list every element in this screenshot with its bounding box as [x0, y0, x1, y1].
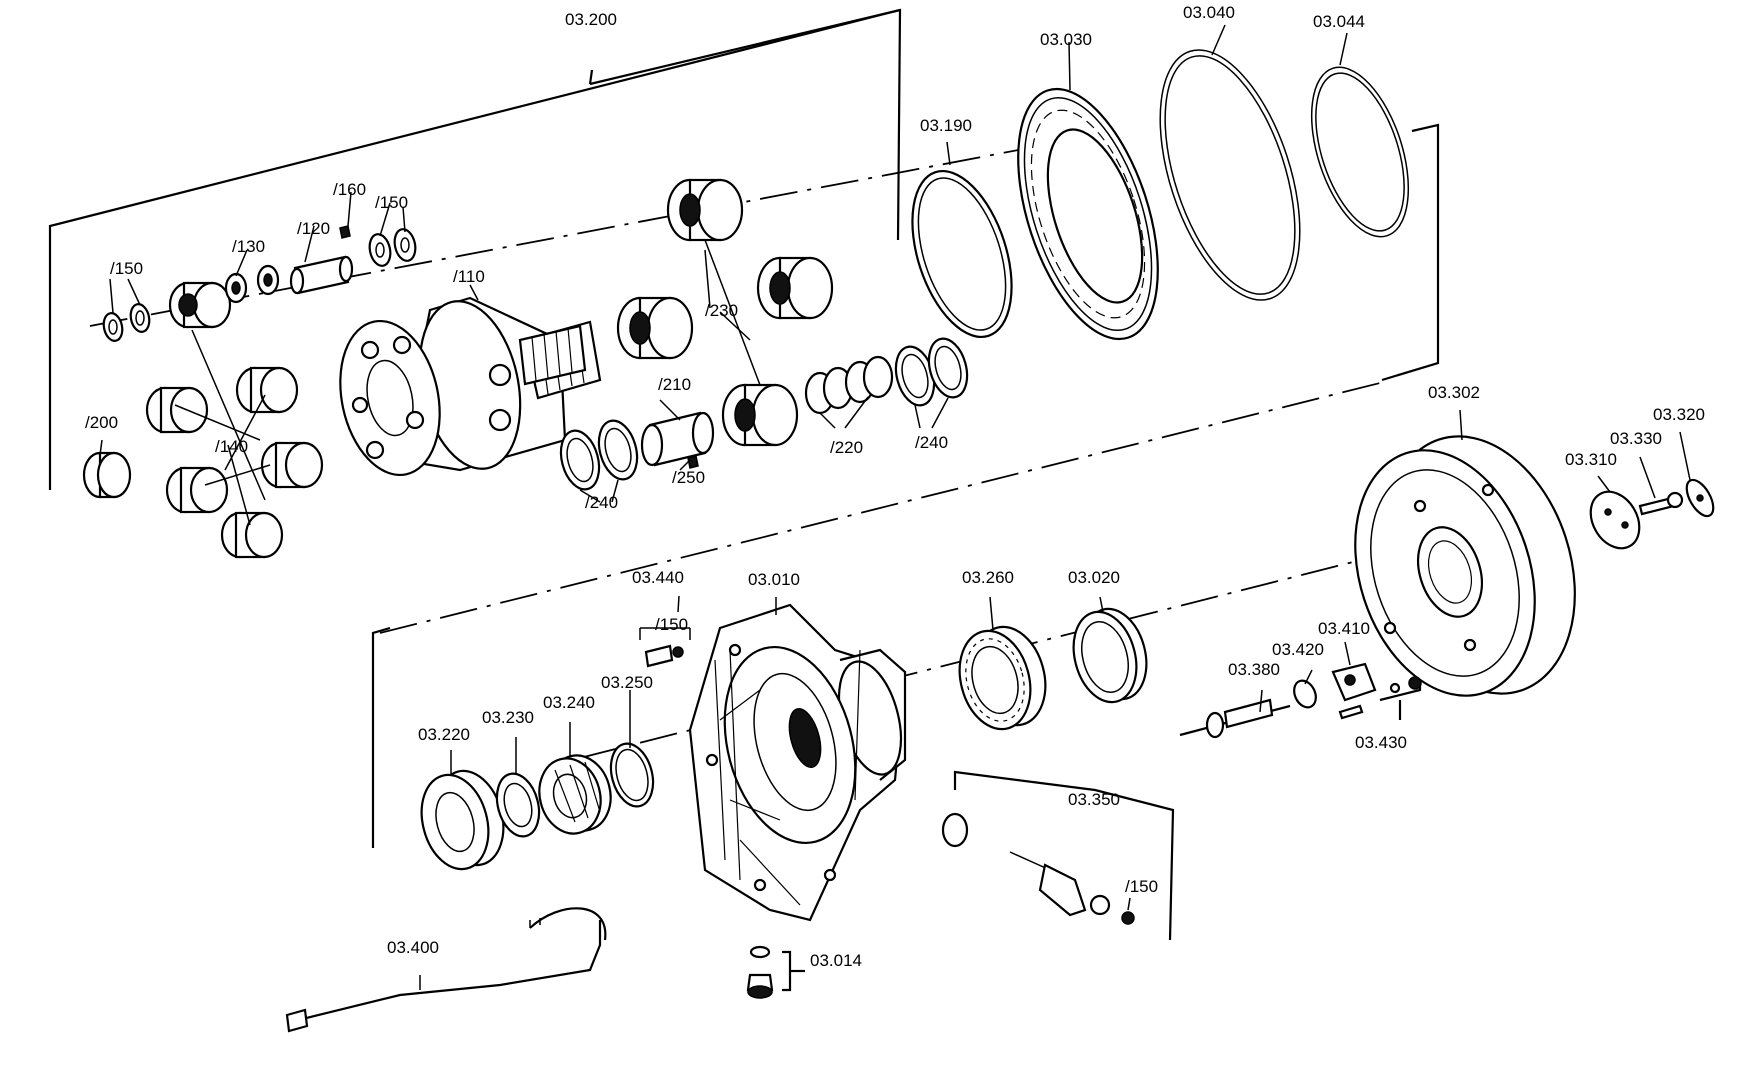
- planet-gear-lower-left: [165, 466, 229, 514]
- planet-gear-left: [145, 386, 209, 434]
- label-150-d: /150: [1125, 877, 1158, 896]
- label-240-a: /240: [915, 433, 948, 452]
- ring-03-250: [609, 742, 655, 808]
- label-03-320: 03.320: [1653, 405, 1705, 424]
- label-200: /200: [85, 413, 118, 432]
- label-120: /120: [297, 219, 330, 238]
- o-ring-03-040: [1159, 49, 1301, 301]
- pin-120: [289, 255, 354, 295]
- small-parts-upper-left: [102, 225, 417, 342]
- label-03-350: 03.350: [1068, 790, 1120, 809]
- label-150-c: /150: [655, 615, 688, 634]
- part-labels: 03.200 03.030 03.040 03.044 03.190 /160 …: [85, 3, 1705, 970]
- planet-gear-upper-mid: [235, 366, 299, 414]
- bearing-230-d: [721, 383, 799, 447]
- label-03-200: 03.200: [565, 10, 617, 29]
- bearing-230-b: [666, 178, 744, 242]
- label-03-190: 03.190: [920, 116, 972, 135]
- needle-bearing-220: [804, 355, 894, 415]
- label-03-410: 03.410: [1318, 619, 1370, 638]
- planet-gear-right: [260, 441, 324, 489]
- label-150-b: /150: [110, 259, 143, 278]
- plug-03-440: [644, 644, 684, 668]
- label-03-310: 03.310: [1565, 450, 1617, 469]
- label-03-230: 03.230: [482, 708, 534, 727]
- label-03-044: 03.044: [1313, 12, 1365, 31]
- label-220: /220: [830, 438, 863, 457]
- label-03-330: 03.330: [1610, 429, 1662, 448]
- label-160: /160: [333, 180, 366, 199]
- bearing-230-a: [616, 296, 694, 360]
- label-03-014: 03.014: [810, 951, 862, 970]
- needle-bearing-130: [224, 264, 280, 304]
- drain-plug-03-014: [746, 945, 805, 999]
- o-ring-03-044: [1310, 66, 1410, 238]
- bearing-230-c: [756, 256, 834, 320]
- label-03-240: 03.240: [543, 693, 595, 712]
- drum-03-302: [1354, 435, 1576, 697]
- label-03-010: 03.010: [748, 570, 800, 589]
- label-140: /140: [215, 437, 248, 456]
- label-03-440: 03.440: [632, 568, 684, 587]
- label-240-b: /240: [585, 493, 618, 512]
- bearing-03-220: [420, 769, 505, 871]
- planet-carrier-110: [339, 296, 602, 477]
- label-130: /130: [232, 237, 265, 256]
- bearing-plate-03-030: [1017, 87, 1159, 341]
- label-03-260: 03.260: [962, 568, 1014, 587]
- ring-03-230: [495, 772, 541, 838]
- pin-210: [640, 411, 715, 467]
- seal-03-020: [1072, 607, 1148, 704]
- label-03-020: 03.020: [1068, 568, 1120, 587]
- label-150-a: /150: [375, 193, 408, 212]
- label-250: /250: [672, 468, 705, 487]
- label-03-040: 03.040: [1183, 3, 1235, 22]
- label-210: /210: [658, 375, 691, 394]
- label-230: /230: [705, 301, 738, 320]
- bearing-03-260: [958, 625, 1047, 731]
- pinion-200: [82, 451, 132, 499]
- label-03-220: 03.220: [418, 725, 470, 744]
- label-03-430: 03.430: [1355, 733, 1407, 752]
- label-03-400: 03.400: [387, 938, 439, 957]
- solenoid-group-03-380-430: [1179, 662, 1422, 739]
- planet-gear-top: [168, 281, 232, 329]
- label-110: /110: [453, 267, 485, 286]
- pump-housing-03-010: [688, 603, 907, 922]
- label-03-420: 03.420: [1272, 640, 1324, 659]
- label-03-250: 03.250: [601, 673, 653, 692]
- label-03-030: 03.030: [1040, 30, 1092, 49]
- seal-ring-03-190: [911, 169, 1013, 339]
- gear-03-240: [538, 754, 612, 835]
- planet-gears-140: [82, 281, 324, 559]
- planet-gear-bottom: [220, 511, 284, 559]
- label-03-302: 03.302: [1428, 383, 1480, 402]
- label-03-380: 03.380: [1228, 660, 1280, 679]
- sensor-group-03-350: [941, 770, 1175, 941]
- wire-harness-03-400: [285, 907, 607, 1033]
- leader-lines: [99, 24, 1691, 990]
- lower-row-parts: [420, 607, 1148, 871]
- shaft-and-bearings: [518, 178, 969, 491]
- small-parts-03-310-330-320: [1589, 478, 1715, 550]
